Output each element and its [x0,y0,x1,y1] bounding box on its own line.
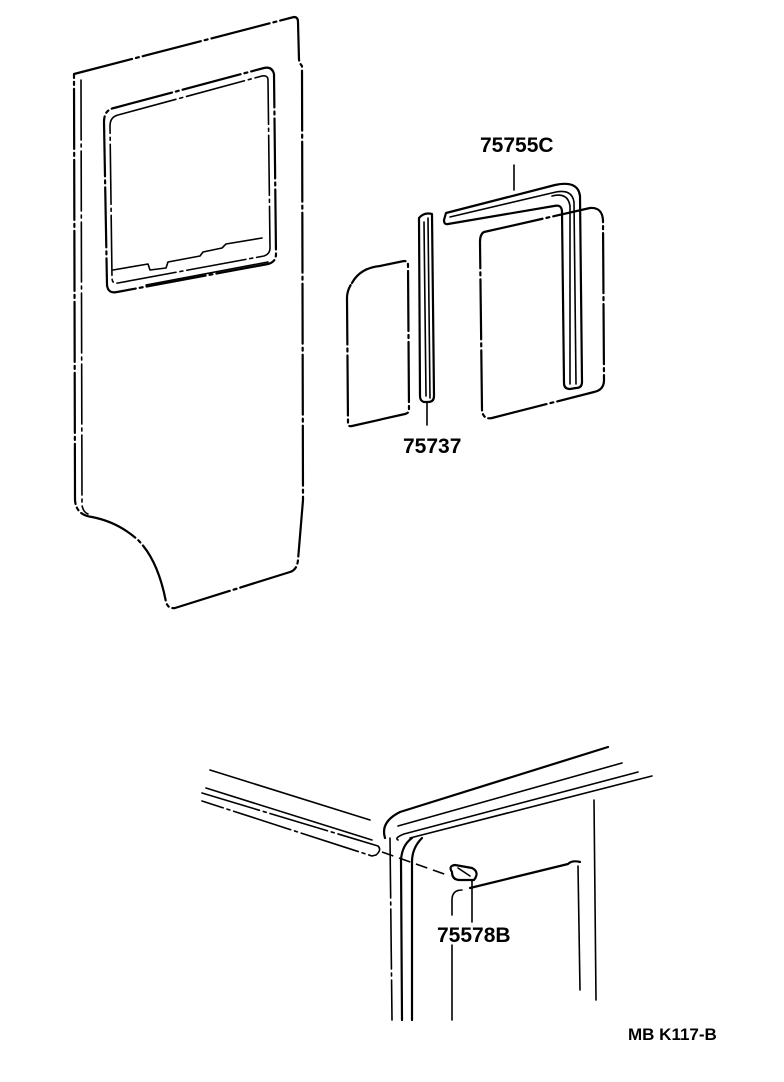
sliding-glass-pane [478,206,606,420]
label-75755c: 75755C [480,134,554,157]
label-75737: 75737 [403,435,461,458]
door-panel [72,15,305,610]
glass-run-channel-75755c [442,164,584,391]
run-strip-75737 [417,212,436,426]
label-75578b: 75578B [437,924,511,947]
fixed-glass-pane [345,259,411,428]
roof-corner-detail [201,745,653,1022]
reference-code: MB K117-B [628,1025,717,1044]
